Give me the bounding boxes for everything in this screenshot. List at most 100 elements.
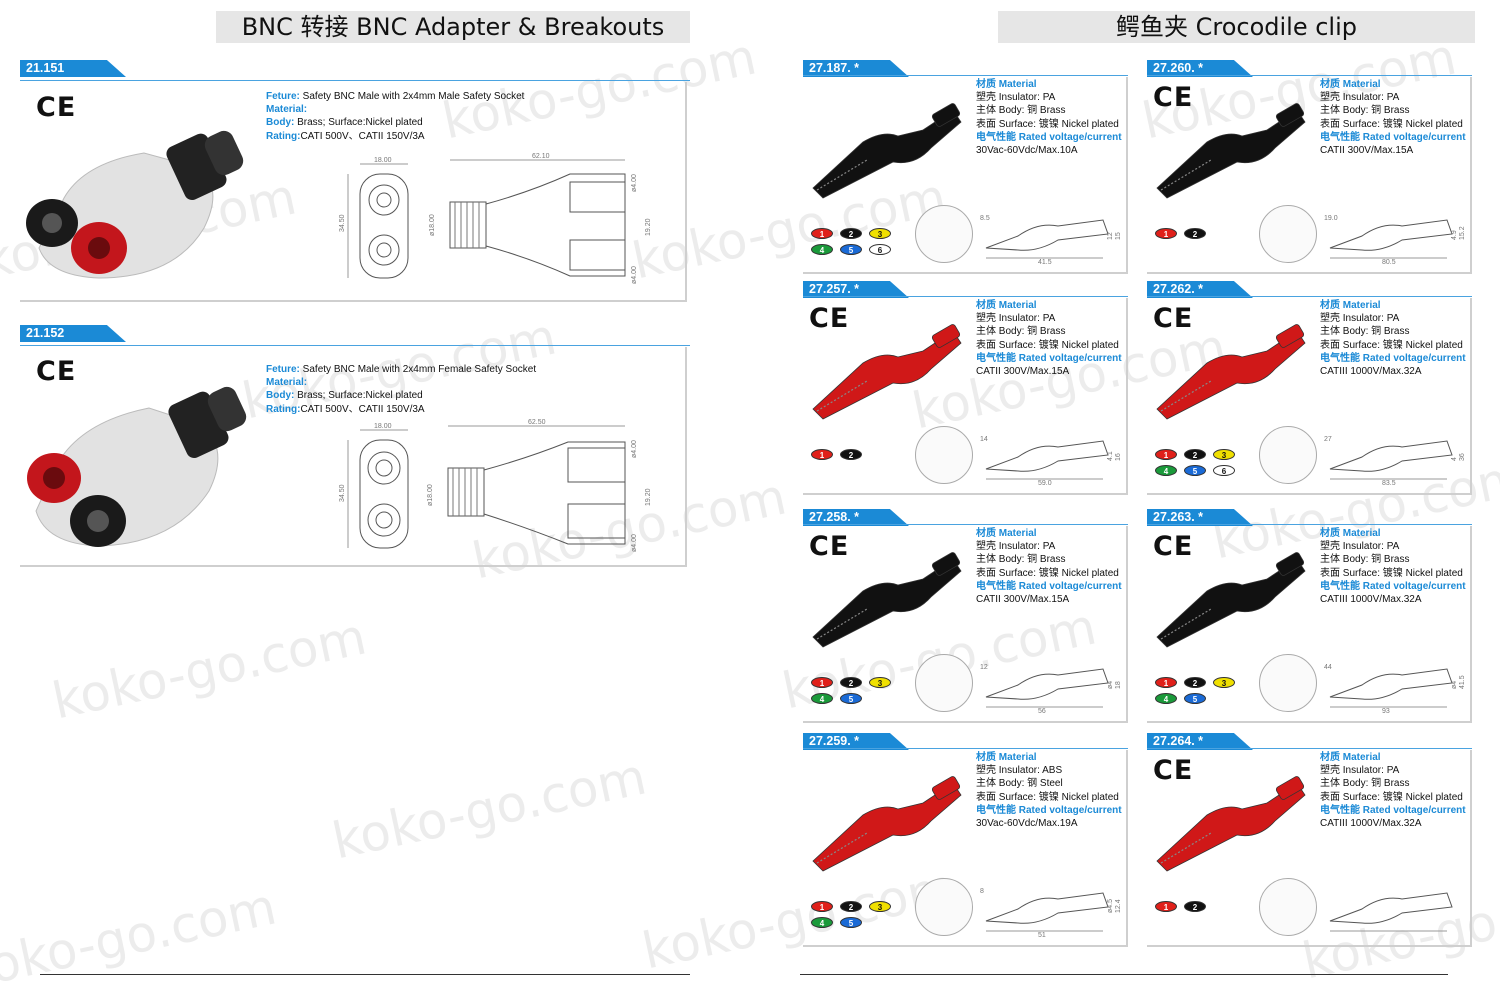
section-divider — [1147, 524, 1472, 525]
dim-height: 34.50 — [339, 214, 346, 232]
jaw-detail-circle — [1259, 426, 1317, 484]
dim-diameter: ø18.00 — [429, 214, 436, 236]
surface-text: 表面 Surface: 镀镍 Nickel plated — [1320, 567, 1463, 579]
material-heading: 材质 Material — [976, 300, 1037, 311]
body-text: 主体 Body: 钢 Steel — [976, 778, 1063, 790]
color-option-dot: 1 — [811, 228, 833, 239]
body-label: Body: — [266, 390, 295, 402]
clip-technical-drawing: 59.0 14 4.1 16 — [980, 436, 1122, 486]
dim-length: 62.10 — [532, 153, 550, 160]
dim-height: 18 — [1115, 681, 1122, 689]
rated-heading: 电气性能 Rated voltage/current — [976, 580, 1122, 592]
watermark: koko-go.com — [47, 607, 372, 731]
jaw-detail-circle — [915, 205, 973, 263]
color-option-dot: 1 — [811, 449, 833, 460]
material-label: Material: — [266, 104, 308, 116]
rated-heading: 电气性能 Rated voltage/current — [1320, 352, 1466, 364]
body-text: 主体 Body: 铜 Brass — [976, 554, 1066, 566]
body-text: 主体 Body: 铜 Brass — [976, 326, 1066, 338]
material-heading: 材质 Material — [976, 752, 1037, 763]
clip-technical-drawing — [1329, 892, 1453, 932]
color-option-dot: 2 — [840, 449, 862, 460]
jaw-detail-circle — [915, 654, 973, 712]
rated-heading: 电气性能 Rated voltage/current — [1320, 580, 1466, 592]
feature-label: Feture: — [266, 91, 300, 102]
page-footer-line — [800, 974, 1448, 975]
dim-length: 62.50 — [528, 419, 546, 426]
product-spec: 材质 Material 塑壳 Insulator: PA 主体 Body: 铜 … — [1320, 78, 1480, 157]
dim-length: 59.0 — [1038, 480, 1052, 486]
section-divider — [803, 296, 1128, 297]
ce-mark: CE — [1153, 82, 1194, 113]
color-option-dot: 2 — [1184, 677, 1206, 688]
dim-pin: ø4.00 — [631, 174, 638, 192]
product-panel — [1147, 750, 1472, 947]
product-panel — [1147, 77, 1472, 274]
ce-mark: CE — [1153, 303, 1194, 334]
dim-width: 18.00 — [374, 157, 392, 164]
surface-text: 表面 Surface: 镀镍 Nickel plated — [1320, 791, 1463, 803]
color-option-dot: 3 — [1213, 449, 1235, 460]
rating-text: CATIII 1000V/Max.32A — [1320, 818, 1422, 830]
bnc-adapter-photo — [26, 130, 244, 279]
dim-pitch: 19.20 — [645, 488, 652, 506]
product-spec: 材质 Material 塑壳 Insulator: PA 主体 Body: 铜 … — [1320, 527, 1480, 606]
section-divider — [803, 75, 1128, 76]
product-panel — [1147, 526, 1472, 723]
crocodile-clip-photo — [812, 324, 962, 420]
product-panel — [803, 77, 1128, 274]
crocodile-clip-photo — [1156, 324, 1306, 420]
color-option-dot: 3 — [869, 677, 891, 688]
material-heading: 材质 Material — [1320, 300, 1381, 311]
dim-diameter: ø18.00 — [427, 484, 434, 506]
insulator-text: 塑壳 Insulator: PA — [1320, 313, 1400, 325]
color-option-dot: 4 — [811, 244, 833, 255]
section-divider — [1147, 75, 1472, 76]
color-option-dot: 2 — [840, 677, 862, 688]
product-spec: Feture: Safety BNC Male with 2x4mm Male … — [266, 90, 586, 143]
product-code-tag: 27.263. * — [1147, 509, 1253, 526]
dim-jaw: 8.5 — [980, 215, 990, 222]
dim-length: 80.5 — [1382, 259, 1396, 265]
dim-pin: ø4 — [1107, 681, 1114, 689]
technical-drawing: 18.00 34.50 ø18.00 62.10 ø4.00 19.20 ø4.… — [339, 153, 652, 284]
bnc-adapter-photo — [27, 386, 247, 547]
clip-technical-drawing: 93 44 ø4 41.5 — [1324, 664, 1466, 714]
dim-length: 56 — [1038, 708, 1046, 714]
jaw-detail-circle — [1259, 205, 1317, 263]
rating-text: 30Vac-60Vdc/Max.19A — [976, 818, 1078, 830]
product-panel — [803, 750, 1128, 947]
crocodile-clip-photo — [1156, 776, 1306, 872]
body-text: 主体 Body: 铜 Brass — [1320, 326, 1410, 338]
color-option-dot: 6 — [1213, 465, 1235, 476]
ce-mark: CE — [1153, 755, 1194, 786]
color-option-dot: 2 — [1184, 901, 1206, 912]
product-code-tag: 27.260. * — [1147, 60, 1253, 77]
surface-text: 表面 Surface: 镀镍 Nickel plated — [976, 791, 1119, 803]
color-option-dot: 4 — [1155, 693, 1177, 704]
dim-pin: 4 — [1451, 457, 1458, 461]
dim-pin: 4.1 — [1107, 451, 1114, 461]
product-spec: 材质 Material 塑壳 Insulator: PA 主体 Body: 铜 … — [976, 78, 1136, 157]
color-option-dot: 5 — [840, 917, 862, 928]
rated-heading: 电气性能 Rated voltage/current — [1320, 804, 1466, 816]
color-option-dot: 5 — [1184, 465, 1206, 476]
rating-text: 30Vac-60Vdc/Max.10A — [976, 145, 1078, 157]
surface-text: 表面 Surface: 镀镍 Nickel plated — [1320, 118, 1463, 130]
product-spec: 材质 Material 塑壳 Insulator: PA 主体 Body: 铜 … — [976, 527, 1136, 606]
product-panel — [803, 526, 1128, 723]
color-option-dot: 1 — [811, 901, 833, 912]
surface-text: 表面 Surface: 镀镍 Nickel plated — [976, 118, 1119, 130]
material-heading: 材质 Material — [976, 528, 1037, 539]
section-divider — [20, 345, 690, 346]
insulator-text: 塑壳 Insulator: PA — [1320, 541, 1400, 553]
dim-pin: 4.9 — [1451, 230, 1458, 240]
watermark: koko-go.com — [327, 747, 652, 871]
clip-technical-drawing: 41.5 8.5 12 15 — [980, 215, 1122, 265]
product-code-tag: 21.151 — [20, 60, 126, 77]
page-footer-line — [40, 974, 690, 975]
product-panel — [20, 82, 687, 302]
